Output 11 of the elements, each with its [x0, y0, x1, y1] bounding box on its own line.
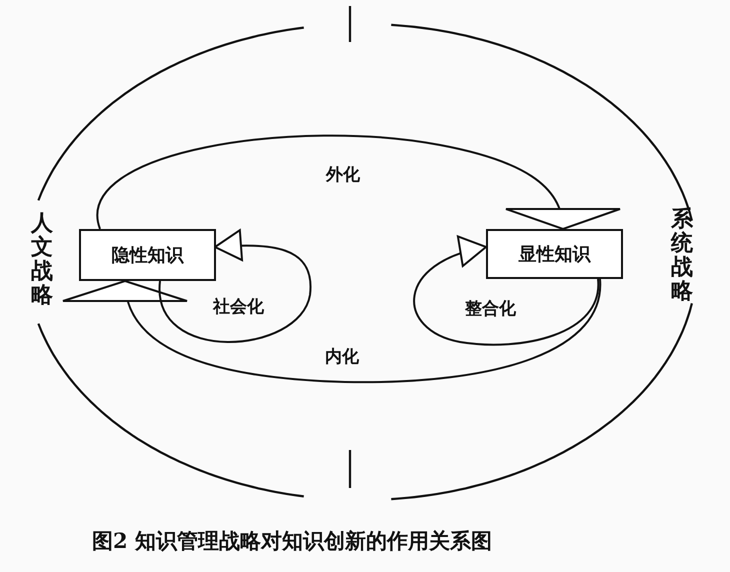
arrow	[414, 237, 599, 346]
figure-caption: 图2 知识管理战略对知识创新的作用关系图	[92, 527, 492, 555]
arrow	[96, 134, 620, 230]
strategy-label: 人文战略	[30, 212, 54, 308]
strategy-label: 系统战略	[670, 208, 694, 304]
process-box: 隐性知识	[79, 229, 216, 281]
arrow	[159, 229, 312, 343]
arrow	[64, 278, 601, 383]
process-box: 显性知识	[486, 229, 623, 279]
edge-label: 整合化	[462, 297, 519, 320]
edge-label: 社会化	[210, 295, 267, 318]
